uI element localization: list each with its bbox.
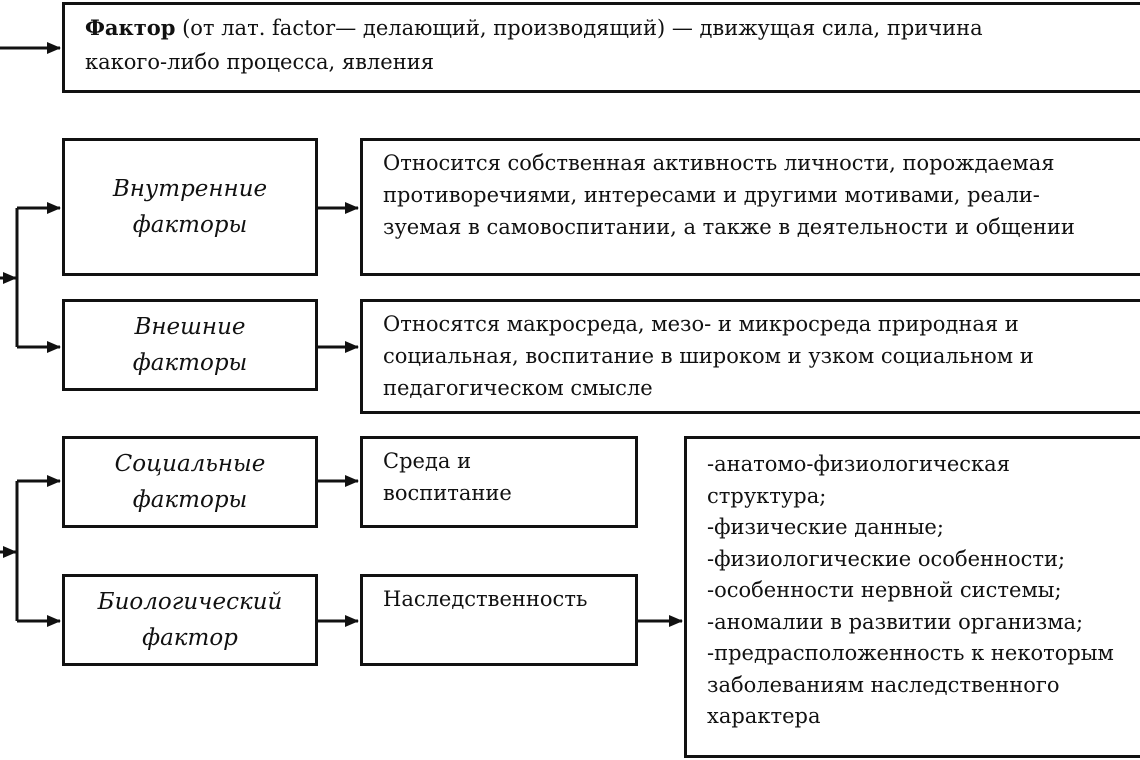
internal-factors-description: Относится собственная активность личност… [360,138,1140,276]
external-factors-label-1: Внешние [134,314,246,340]
external-factors-description: Относятся макросреда, мезо- и микросреда… [360,299,1140,414]
internal-factors-label-1: Внутренние [112,176,268,202]
internal-desc-line-1: Относится собственная активность личност… [383,151,1055,175]
list-item: -предрасположенность к некоторым [707,641,1114,665]
social-factors-description: Среда и воспитание [360,436,638,528]
list-item: -физические данные; [707,515,944,539]
list-item: заболеваниям наследственного [707,672,1060,697]
definition-line-2: какого-либо процесса, явления [85,50,434,74]
list-item: -анатомо-физиологическая [707,452,1010,476]
definition-text-1: (от лат. factor— делающий, производящий)… [175,16,983,40]
internal-desc-line-2: противоречиями, интересами и другими мот… [383,183,1040,207]
list-item: характера [707,704,821,728]
external-factors-label-2: факторы [132,350,248,376]
internal-factors-box: Внутренние факторы [62,138,318,276]
social-factors-label-2: факторы [132,487,248,513]
external-desc-line-3: педагогическом смысле [383,376,653,400]
biological-factor-label-2: фактор [142,625,238,651]
external-desc-line-1: Относятся макросреда, мезо- и микросреда… [383,312,1019,336]
list-item: -особенности нервной системы; [707,578,1062,602]
internal-desc-line-3: зуемая в самовоспитании, а также в деяте… [383,215,1075,239]
internal-factors-label-2: факторы [132,212,248,238]
list-item: -аномалии в развитии организма; [707,609,1084,634]
social-factors-label-1: Социальные [114,451,266,477]
biological-factor-box: Биологический фактор [62,574,318,666]
social-desc-line-1: Среда и [383,449,472,473]
heredity-characteristics-list: -анатомо-физиологическая структура; -физ… [684,436,1140,758]
definition-line-1: Фактор (от лат. factor— делающий, произв… [85,11,1140,45]
biological-factor-label-1: Биологический [97,589,283,615]
definition-box: Фактор (от лат. factor— делающий, произв… [62,2,1140,93]
social-desc-line-2: воспитание [383,481,512,505]
external-factors-box: Внешние факторы [62,299,318,391]
heredity-box: Наследственность [360,574,638,666]
social-factors-box: Социальные факторы [62,436,318,528]
external-desc-line-2: социальная, воспитание в широком и узком… [383,344,1034,368]
list-item: структура; [707,483,827,508]
heredity-label: Наследственность [383,587,588,611]
list-item: -физиологические особенности; [707,546,1066,571]
definition-term: Фактор [85,15,176,40]
